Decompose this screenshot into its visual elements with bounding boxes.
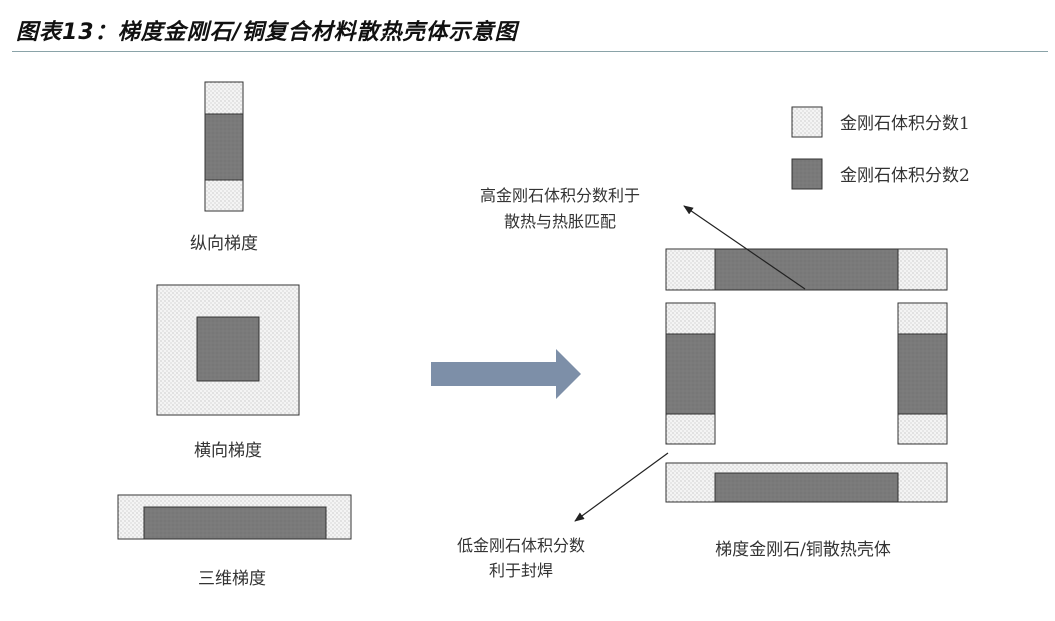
- shell-right-wall: [897, 302, 948, 445]
- shell-label: 梯度金刚石/铜散热壳体: [715, 540, 891, 560]
- legend: 金刚石体积分数1 金刚石体积分数2: [791, 106, 970, 190]
- three-d-gradient-label: 三维梯度: [198, 569, 266, 589]
- three-d-gradient-diagram: [117, 494, 352, 540]
- shell-bottom-plate: [665, 462, 948, 503]
- longitudinal-gradient-label: 纵向梯度: [190, 234, 258, 254]
- low-fraction-note-line2: 利于封焊: [489, 561, 553, 580]
- low-fraction-note-line1: 低金刚石体积分数: [457, 536, 585, 555]
- legend-label-fraction2: 金刚石体积分数2: [840, 166, 970, 186]
- high-fraction-pointer: [683, 205, 806, 290]
- figure-title: 图表13：梯度金刚石/铜复合材料散热壳体示意图: [16, 20, 518, 45]
- title-divider: [12, 51, 1048, 52]
- legend-swatch-fraction2: [791, 158, 823, 190]
- transverse-gradient-diagram: [156, 284, 300, 416]
- transverse-gradient-label: 横向梯度: [194, 441, 262, 461]
- high-fraction-note-line1: 高金刚石体积分数利于: [480, 186, 640, 205]
- low-fraction-pointer: [574, 452, 669, 522]
- shell-left-wall: [665, 302, 716, 445]
- longitudinal-gradient-diagram: [204, 81, 244, 212]
- high-fraction-note-line2: 散热与热胀匹配: [504, 212, 616, 231]
- legend-swatch-fraction1: [791, 106, 823, 138]
- legend-label-fraction1: 金刚石体积分数1: [840, 114, 970, 134]
- shell-top-plate: [665, 248, 948, 291]
- transition-arrow: [431, 349, 581, 399]
